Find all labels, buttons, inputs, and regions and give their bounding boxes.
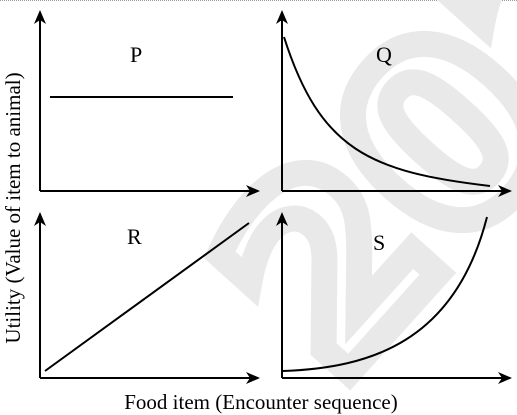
top-border-dots [0, 0, 517, 1]
panel-q-label: Q [376, 42, 392, 67]
panel-p: P [34, 10, 260, 197]
panel-s: S [276, 212, 512, 384]
panel-q-curve [283, 36, 491, 187]
x-axis-title: Food item (Encounter sequence) [124, 390, 398, 414]
panel-s-label: S [373, 230, 385, 255]
panel-s-curve [282, 216, 488, 372]
panel-r-curve [44, 222, 250, 372]
watermark: 2024 [164, 0, 517, 415]
y-axis-title: Utility (Value of item to animal) [1, 72, 25, 343]
panel-r: R [34, 212, 260, 384]
panel-p-label: P [130, 42, 142, 67]
panel-r-label: R [127, 224, 142, 249]
panel-q: Q [276, 10, 512, 197]
